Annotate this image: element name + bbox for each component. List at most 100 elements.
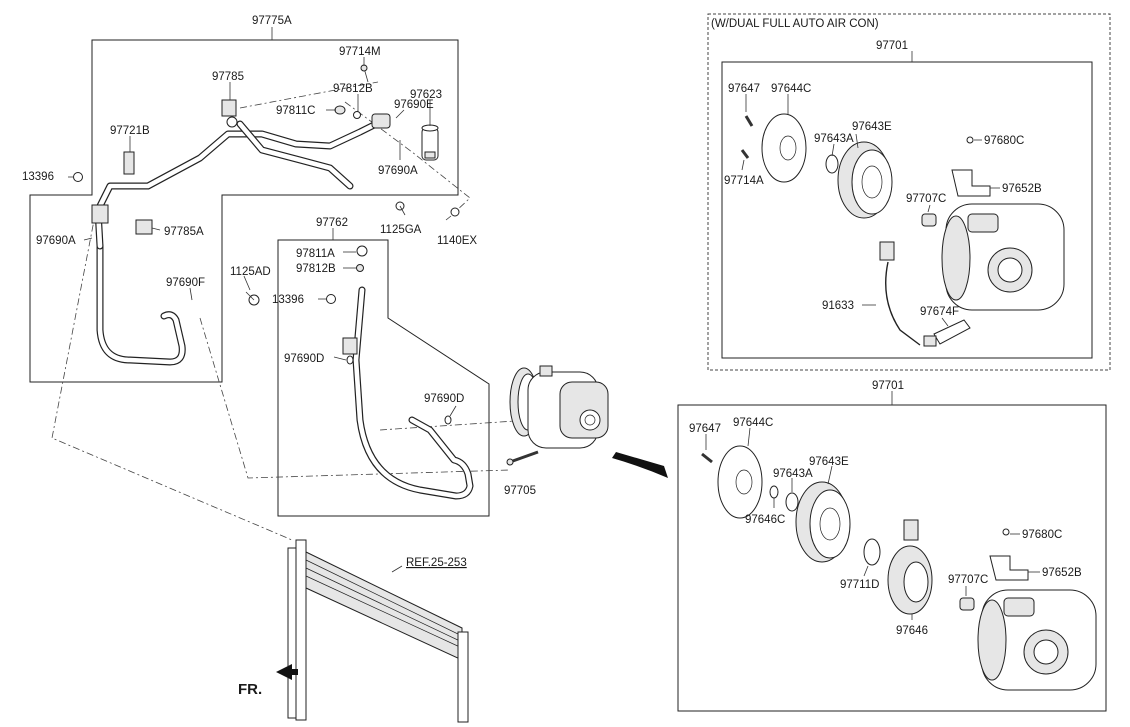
- callout-97714M: 97714M: [339, 46, 381, 58]
- callout-97643E: 97643E: [852, 121, 892, 133]
- callout-97690D-top: 97690D: [284, 353, 324, 365]
- leaders-c: [741, 51, 1000, 327]
- sensor-97721B: [123, 151, 135, 175]
- cap-97811A: [356, 245, 368, 257]
- bracket-97785: [221, 99, 237, 117]
- spacer-97707C-lower: [959, 597, 975, 611]
- callout-97652B: 97652B: [1002, 183, 1042, 195]
- bolt-icon: [506, 450, 539, 466]
- pressure-sensor-icon: [923, 319, 971, 347]
- frame-group: [29, 13, 1111, 712]
- callout-97705: 97705: [504, 485, 536, 497]
- callout-97690F: 97690F: [166, 277, 205, 289]
- dashed-leader-left: [51, 209, 293, 541]
- callout-13396-top: 13396: [22, 171, 54, 183]
- callout-97811A: 97811A: [296, 248, 335, 260]
- front-arrow-icon: [276, 664, 298, 680]
- callout-97775A: 97775A: [252, 15, 292, 27]
- clutch-pulley-icon: [795, 481, 851, 563]
- callout-13396-b: 13396: [272, 294, 304, 306]
- snap-ring-97643A: [825, 154, 839, 174]
- bracket-97652B: [951, 169, 991, 197]
- callout-97707C: 97707C: [906, 193, 946, 205]
- wire-91633: [885, 261, 921, 346]
- leaders-d: [705, 391, 1040, 620]
- callout-97811C: 97811C: [276, 105, 315, 117]
- snap-ring-97643A-lower: [785, 492, 799, 512]
- callout-97644C: 97644C: [771, 83, 811, 95]
- callout-97680C: 97680C: [984, 135, 1024, 147]
- joint-97690A: [91, 204, 109, 224]
- callout-1125AD: 1125AD: [230, 266, 271, 278]
- label-layer: 97775A 97714M 97785 97812B 97623 97811C …: [22, 15, 1082, 698]
- bolt-icon: [360, 64, 369, 83]
- bracket-97652B-lower: [989, 555, 1029, 581]
- callout-97652B-lower: 97652B: [1042, 567, 1082, 579]
- compressor-icon: [941, 203, 1065, 311]
- callout-97643E-lower: 97643E: [809, 456, 849, 468]
- clutch-upper: [740, 113, 1065, 347]
- callout-97690E: 97690E: [394, 99, 434, 111]
- reference-label: REF.25-253: [406, 557, 467, 569]
- callout-1125GA: 1125GA: [380, 224, 422, 236]
- front-label: FR.: [238, 681, 262, 698]
- callout-97714A: 97714A: [724, 175, 764, 187]
- callout-97812B-b: 97812B: [296, 263, 336, 275]
- cap-97812B: [356, 264, 364, 272]
- dashed-leaders: [51, 81, 561, 541]
- callout-1140EX: 1140EX: [437, 235, 477, 247]
- callout-97623: 97623: [410, 89, 442, 101]
- callout-97643A: 97643A: [814, 133, 854, 145]
- clutch-lower: [701, 445, 1097, 691]
- fitting-97690E: [371, 113, 391, 129]
- callout-97785: 97785: [212, 71, 244, 83]
- callout-97690A-left: 97690A: [36, 235, 76, 247]
- callout-97701-upper: 97701: [876, 40, 908, 52]
- leaders-b: [318, 228, 457, 417]
- hose-97775A-assembly: [73, 64, 460, 366]
- bracket-97785A: [135, 219, 153, 235]
- callout-97690D-right: 97690D: [424, 393, 464, 405]
- callout-97707C-lower: 97707C: [948, 574, 988, 586]
- suction-hose-lower: [96, 242, 186, 366]
- callout-97644C-lower: 97644C: [733, 417, 773, 429]
- callout-97721B: 97721B: [110, 125, 150, 137]
- leaders-a: [68, 27, 431, 301]
- hose-97762-assembly: [326, 245, 539, 500]
- callout-97690A-top: 97690A: [378, 165, 418, 177]
- frame-97701-upper: [721, 61, 1093, 359]
- hub-97644C-lower: [717, 445, 763, 519]
- callout-97674F: 97674F: [920, 306, 959, 318]
- callout-97711D: 97711D: [840, 579, 879, 591]
- callout-97785A: 97785A: [164, 226, 204, 238]
- frame-97762: [277, 239, 490, 517]
- dashed-leader-top: [239, 81, 379, 109]
- nut-13396-top: [73, 172, 83, 182]
- receiver-drier-icon: [421, 124, 439, 161]
- callout-97643A-lower: 97643A: [773, 468, 813, 480]
- callout-97646C: 97646C: [745, 514, 785, 526]
- nut-13396: [326, 294, 336, 304]
- clutch-pulley-icon: [837, 141, 893, 219]
- frame-dual-auto-aircon: [707, 13, 1111, 371]
- frame-97775A: [29, 39, 459, 383]
- callout-97647: 97647: [728, 83, 760, 95]
- variant-label: (W/DUAL FULL AUTO AIR CON): [711, 18, 879, 30]
- callout-97812B: 97812B: [333, 83, 373, 95]
- compressor-icon: [977, 589, 1097, 691]
- shim-97646C: [769, 485, 779, 499]
- connector-91633: [879, 241, 895, 261]
- link-arrow: [612, 452, 668, 478]
- bracket-97762: [342, 337, 358, 355]
- compressor-icon: [509, 365, 609, 449]
- snap-ring-97711D: [863, 538, 881, 566]
- callout-97680C-lower: 97680C: [1022, 529, 1062, 541]
- hub-97644C: [761, 113, 807, 183]
- coil-97646: [887, 519, 933, 615]
- callout-97646: 97646: [896, 625, 928, 637]
- callout-91633: 91633: [822, 300, 854, 312]
- callout-97762: 97762: [316, 217, 348, 229]
- callout-97701-lower: 97701: [872, 380, 904, 392]
